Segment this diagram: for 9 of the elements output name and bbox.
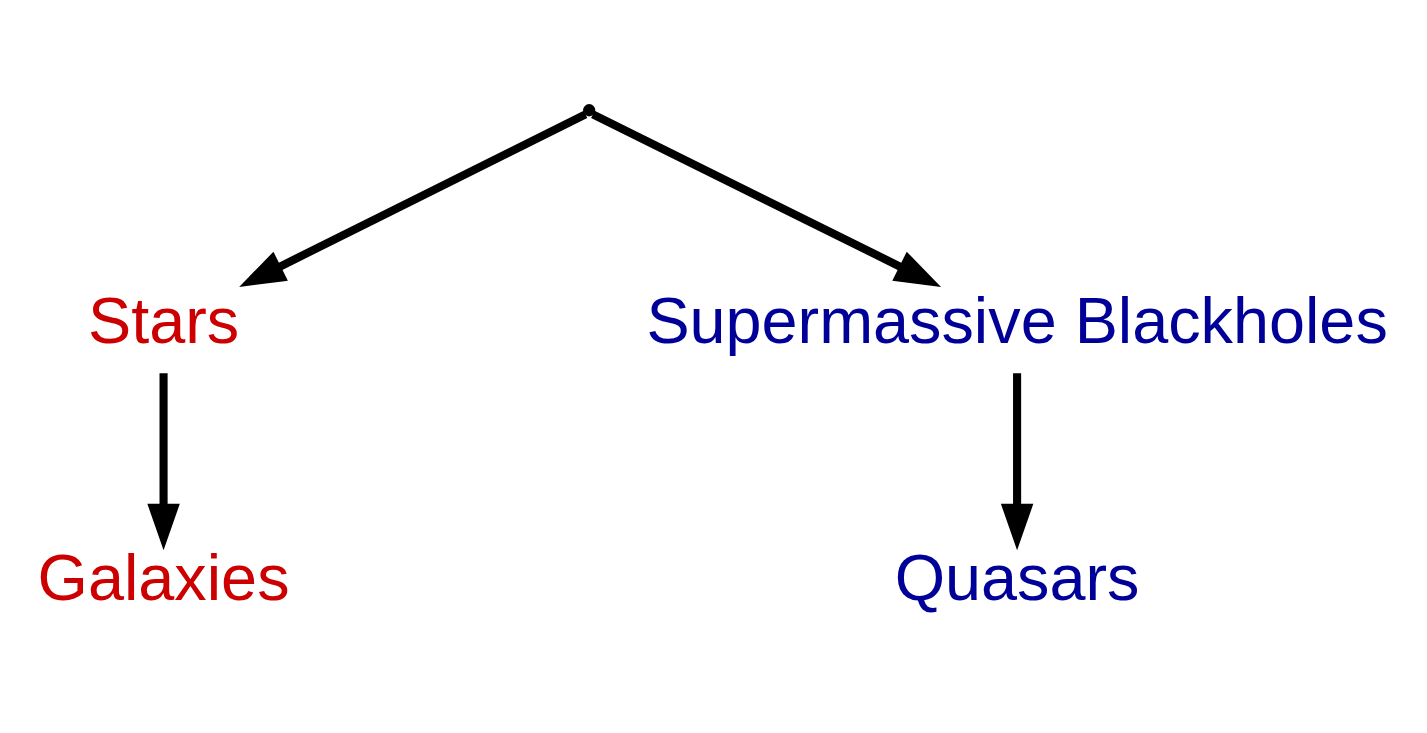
node-text: Stars	[88, 283, 240, 357]
arrow	[147, 372, 180, 550]
arrow	[239, 110, 588, 287]
node-point	[583, 103, 596, 116]
node-text: Quasars	[894, 540, 1140, 614]
arrow	[1000, 372, 1034, 550]
arrow	[591, 110, 942, 287]
node-text: Supermassive Blackholes	[646, 283, 1388, 357]
node-text: Galaxies	[37, 540, 290, 614]
